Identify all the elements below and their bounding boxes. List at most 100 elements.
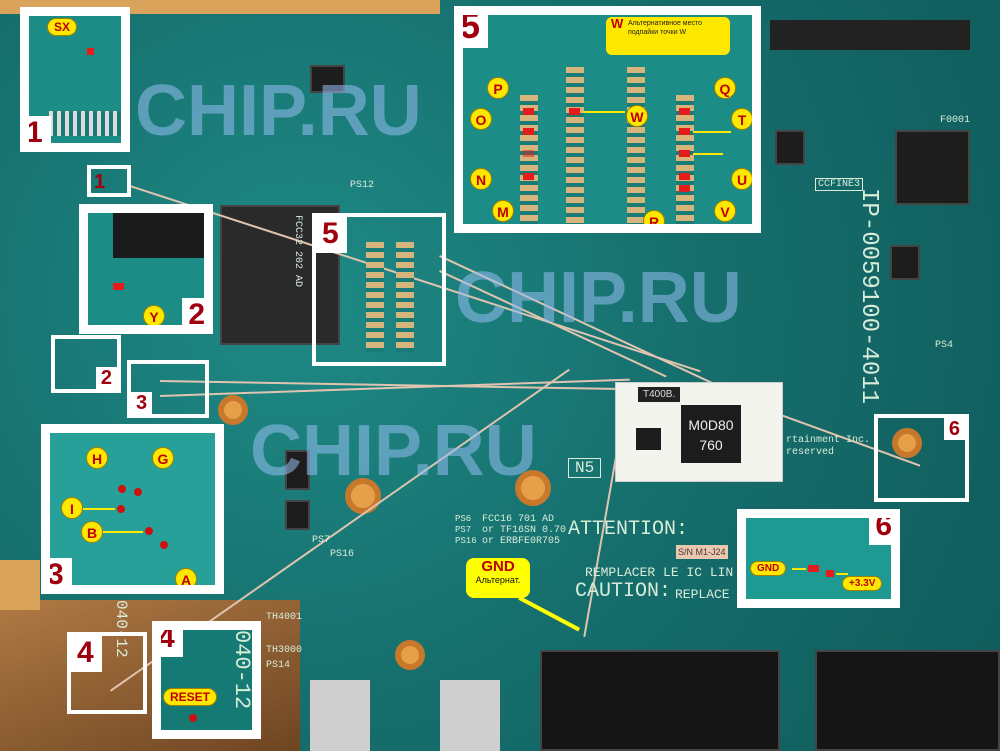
silk-ip: IP-0059100-4011: [855, 188, 882, 405]
modchip-board: T400B. M0D80 760: [615, 382, 783, 482]
arrow: [583, 111, 625, 113]
label-w: W: [626, 105, 648, 127]
marker-label: 3: [131, 392, 153, 414]
label-i: I: [61, 497, 83, 519]
label-m: M: [492, 200, 514, 222]
marker-box-5: 5: [312, 213, 446, 366]
marker-label: 4: [71, 636, 102, 672]
component: [890, 245, 920, 280]
label-reset: RESET: [163, 688, 218, 706]
solder-point-r: [679, 185, 690, 192]
silk-th4001: TH4001: [266, 612, 303, 623]
marker-box-6: 6: [874, 414, 969, 502]
inset-5: 5 W Альтернативное место подпайки точки …: [454, 6, 761, 233]
modchip-main-ic: M0D80 760: [681, 405, 741, 463]
label-g: G: [152, 447, 174, 469]
label-gnd: GND: [750, 561, 787, 576]
modchip-line2: 760: [699, 437, 723, 453]
arrow: [103, 531, 143, 533]
arrow: [693, 153, 723, 155]
label-q: Q: [714, 77, 736, 99]
silk-th3000: TH3000: [266, 645, 303, 656]
silk-code: 040-12: [229, 630, 254, 710]
component: [285, 450, 310, 490]
marker-label: 1: [94, 171, 106, 193]
chip: [113, 213, 204, 258]
solder-point-a: [160, 541, 168, 549]
board-edge: [0, 560, 40, 610]
marker-label: 1: [29, 116, 51, 143]
gnd-alt-subtitle: Альтернат.: [475, 575, 521, 585]
mount-hole: [892, 428, 922, 458]
marker-label: 5: [463, 15, 489, 48]
silk-entertainment: rtainment Inc.reserved: [786, 435, 870, 459]
silk-ccfine: CCFINE3: [815, 178, 864, 191]
inset-1-sx: SX 1: [20, 7, 130, 152]
silk-code: 040-12: [112, 600, 130, 658]
silk-ps: PS6 PS7 PS16: [455, 514, 477, 546]
silk-caution: CAUTION:: [575, 580, 672, 603]
pins: [676, 95, 694, 224]
modchip-line1: M0D80: [688, 417, 734, 433]
pins: [627, 67, 645, 224]
marker-box-4: 4: [67, 632, 147, 714]
label-r: R: [643, 210, 665, 224]
silk-ps14: PS14: [266, 660, 291, 671]
label-b: B: [81, 521, 103, 543]
label-n: N: [470, 168, 492, 190]
arrow: [836, 573, 848, 575]
label-3v3: +3.3V: [842, 576, 883, 591]
pins: [520, 95, 538, 224]
silk-f0001: F0001: [940, 115, 971, 126]
solder-point-reset: [189, 714, 197, 722]
label-t: T: [731, 108, 752, 130]
gnd-alt-callout: GND Альтернат.: [466, 558, 530, 598]
label-u: U: [731, 168, 752, 190]
silk-n5: N5: [568, 458, 602, 478]
modchip-eeprom: [636, 428, 661, 450]
watermark: CHIP.RU: [135, 71, 422, 151]
silk-replace: REPLACE: [675, 587, 730, 602]
solder-point-v: [679, 173, 690, 180]
pins: [566, 67, 584, 224]
pins: [49, 111, 121, 136]
arrow: [693, 131, 731, 133]
solder-point-n: [523, 150, 534, 157]
solder-point-t: [679, 128, 690, 135]
component: [285, 500, 310, 530]
marker-label: 6: [943, 418, 965, 440]
w-alt-note: W Альтернативное место подпайки точки W: [606, 17, 730, 55]
component: [775, 130, 805, 165]
silk-ps12: PS12: [350, 180, 375, 191]
controller-port-right: [815, 650, 1000, 751]
mount-hole: [515, 470, 551, 506]
label-y: Y: [143, 305, 165, 325]
inset-4-reset: 040-12 RESET 4: [152, 621, 261, 739]
pins: [396, 242, 414, 352]
solder-point-y: [113, 283, 124, 290]
pins: [366, 242, 384, 352]
silk-fcc3: or ERBFE0R705: [482, 536, 561, 547]
silk-res: reserved: [786, 447, 835, 458]
silk-remplacer: REMPLACER LE IC LIN: [585, 565, 734, 580]
silk-ps4: PS4: [935, 340, 954, 351]
label-h: H: [86, 447, 108, 469]
inset-6: GND +3.3V 6: [737, 509, 900, 608]
label-a: A: [175, 568, 197, 585]
solder-point-q: [679, 108, 690, 115]
usb-port: [310, 680, 370, 751]
marker-box-2: 2: [51, 335, 121, 393]
marker-label: 4: [161, 630, 183, 657]
solder-point-p: [523, 108, 534, 115]
silk-ps7: PS7: [312, 535, 331, 546]
marker-label: 2: [95, 367, 117, 389]
mount-hole: [395, 640, 425, 670]
marker-label: 2: [182, 298, 204, 325]
modchip-small-ic: T400B.: [638, 387, 681, 402]
solder-point-g: [134, 488, 142, 496]
solder-point-m: [523, 173, 534, 180]
watermark: CHIP.RU: [455, 258, 742, 338]
w-alt-title: W: [611, 16, 624, 31]
marker-label: 5: [316, 217, 347, 253]
